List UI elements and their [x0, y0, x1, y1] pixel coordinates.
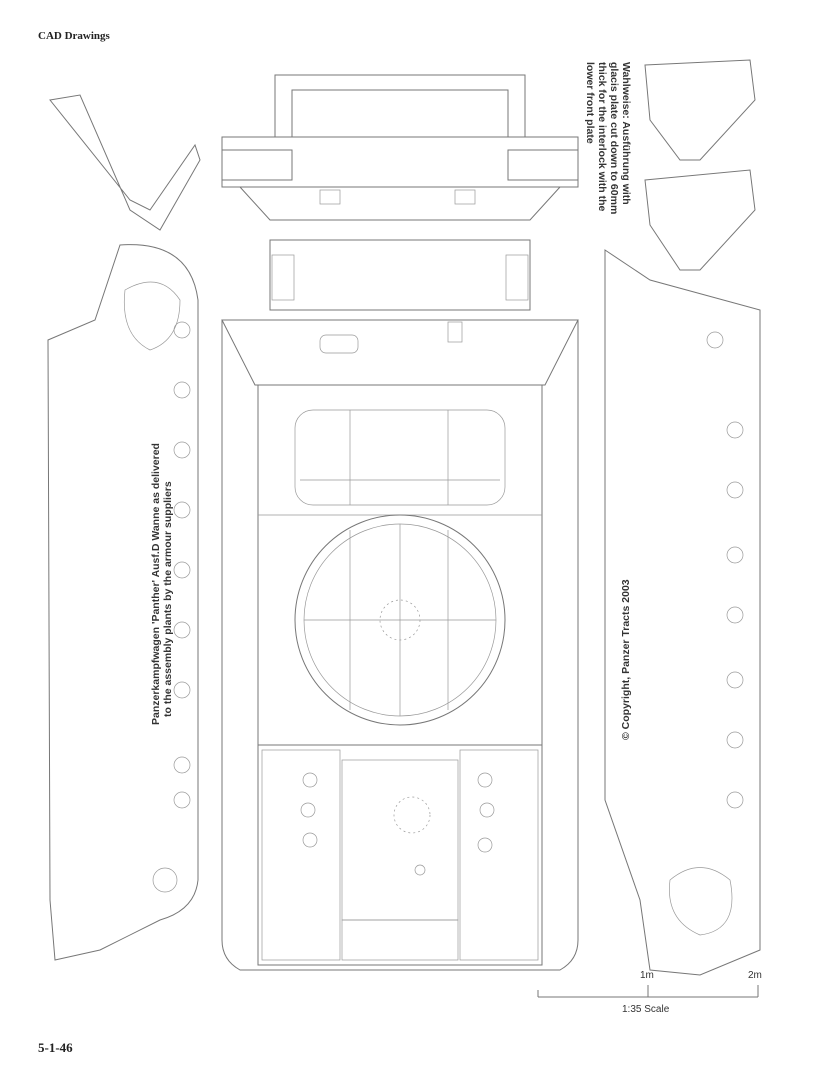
note-line: thick for the interlock with the — [596, 62, 608, 212]
hull-top-view — [221, 239, 579, 971]
page-number: 5-1-46 — [38, 1040, 73, 1055]
road-wheel-holes — [152, 321, 191, 893]
option-note: Wahlweise: Ausführung with glacis plate … — [584, 62, 632, 214]
scale-label-2m: 2m — [748, 970, 762, 981]
note-line: Wahlweise: Ausführung with — [620, 62, 632, 205]
copyright-note: © Copyright, Panzer Tracts 2003 — [620, 579, 632, 740]
page-header: CAD Drawings — [38, 30, 110, 42]
scale-label-1m: 1m — [640, 970, 654, 981]
scale-bar — [537, 985, 759, 998]
right-side-view — [604, 59, 761, 976]
scale-caption: 1:35 Scale — [622, 1004, 670, 1015]
front-view — [221, 74, 579, 221]
note-line: glacis plate cut down to 60mm — [608, 62, 620, 215]
left-side-view — [47, 94, 201, 961]
note-line: lower front plate — [584, 62, 596, 144]
caption-line: Panzerkampfwagen 'Panther' Ausf.D Wanne … — [150, 443, 162, 725]
main-caption: Panzerkampfwagen 'Panther' Ausf.D Wanne … — [150, 443, 174, 725]
caption-line: to the assembly plants by the armour sup… — [162, 481, 174, 717]
